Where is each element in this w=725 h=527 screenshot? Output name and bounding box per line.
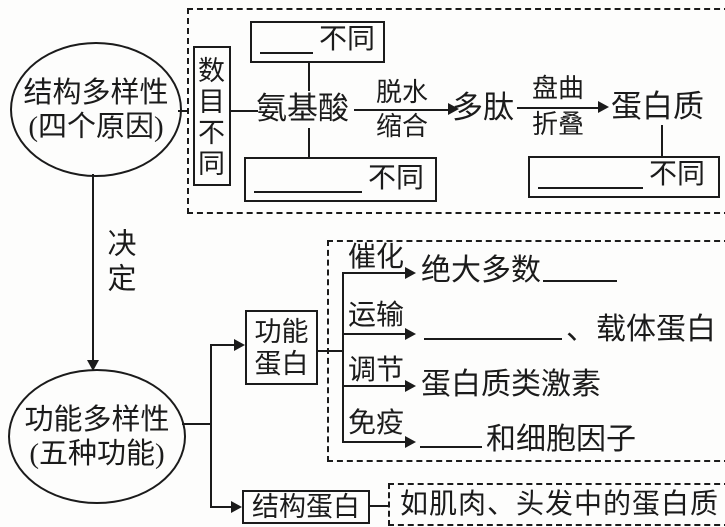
blank-right-label: 不同: [649, 159, 706, 190]
functional-diversity-ellipse: 功能多样性 (五种功能): [8, 369, 186, 504]
determines-label: 决定: [103, 228, 135, 298]
protein-to-rightbox-line: [661, 125, 663, 156]
count-to-amino-line: [231, 110, 258, 112]
regulation-target-text: 蛋白质类激素: [421, 368, 601, 401]
branch-arrow-line: [344, 272, 406, 274]
determines-arrow-line: [92, 174, 94, 362]
branch-arrowhead-icon: [405, 436, 416, 448]
blank-bottom-label: 不同: [368, 163, 425, 194]
box-to-branch-line: [318, 350, 343, 352]
catalysis-target-text: 绝大多数: [421, 254, 541, 287]
amino-to-bottombox-line: [308, 128, 310, 157]
folding-arrowhead-icon: [598, 101, 609, 113]
dehydration-label-top: 脱水: [375, 78, 428, 107]
amino-acid-node: 氨基酸: [256, 91, 349, 126]
type-difference-blank-box: 不同: [250, 21, 385, 63]
functional-diversity-subtitle: (五种功能): [29, 437, 165, 470]
folding-label-bottom: 折叠: [531, 110, 584, 139]
functional-diversity-title: 功能多样性: [24, 403, 170, 436]
structure-difference-blank-box: 不同: [528, 156, 720, 198]
determines-arrowhead-icon: [87, 360, 99, 371]
structural-diversity-ellipse: 结构多样性 (四个原因): [10, 42, 182, 177]
answer-blank-line: [260, 34, 313, 54]
sequence-difference-blank-box: 不同: [244, 157, 437, 202]
answer-blank-line: [420, 428, 482, 448]
dehydration-label-bottom: 缩合: [375, 112, 428, 141]
folding-arrow-line: [517, 107, 599, 109]
branch-arrowhead-icon: [405, 380, 416, 392]
answer-blank-line: [424, 320, 562, 340]
branch-arrow-line: [344, 385, 406, 387]
structural-to-example-line: [370, 505, 388, 507]
functional-protein-line1: 功能: [254, 316, 309, 347]
immunity-target-text: 和细胞因子: [486, 423, 636, 456]
dehydration-arrow-line: [354, 109, 450, 111]
ellipse-to-panel-connector: [178, 110, 188, 112]
branch-arrowhead-icon: [405, 328, 416, 340]
count-difference-box: 数目不同: [193, 46, 231, 186]
trunk-vertical-line: [210, 344, 212, 508]
polypeptide-node: 多肽: [452, 90, 514, 125]
protein-node: 蛋白质: [611, 89, 704, 124]
branch-label-transport: 运输: [348, 300, 405, 331]
structural-protein-box: 结构蛋白: [242, 490, 370, 524]
answer-blank-line: [538, 169, 643, 189]
answer-blank-line: [254, 173, 362, 193]
transport-target-text: 、载体蛋白: [566, 313, 716, 346]
trunk-top-line: [210, 344, 236, 346]
trunk-bottom-line: [210, 506, 233, 508]
dehydration-arrowhead-icon: [448, 103, 459, 115]
structural-example-panel: 如肌肉、头发中的蛋白质: [388, 483, 725, 526]
blank-top-label: 不同: [318, 24, 375, 55]
ellipse-to-trunk-line: [182, 423, 212, 425]
branch-arrowhead-icon: [405, 267, 416, 279]
branch-arrow-line: [344, 333, 406, 335]
branch-arrow-line: [344, 441, 406, 443]
structural-diversity-subtitle: (四个原因): [28, 110, 164, 143]
branch-label-immunity: 免疫: [348, 408, 405, 439]
structural-example-text: 如肌肉、头发中的蛋白质: [400, 489, 720, 520]
structural-diversity-title: 结构多样性: [23, 76, 169, 109]
branch-label-regulation: 调节: [348, 355, 405, 386]
branch-vertical-line: [342, 272, 344, 443]
functional-protein-arrowhead-icon: [234, 339, 245, 351]
structural-protein-arrowhead-icon: [231, 501, 242, 513]
topbox-to-amino-line: [308, 63, 310, 91]
branch-label-catalysis: 催化: [348, 242, 405, 273]
answer-blank-line: [543, 262, 617, 282]
structure-causes-panel: [187, 8, 725, 214]
functional-protein-box: 功能 蛋白: [245, 310, 318, 385]
folding-label-top: 盘曲: [531, 74, 584, 103]
functional-protein-line2: 蛋白: [254, 348, 309, 379]
